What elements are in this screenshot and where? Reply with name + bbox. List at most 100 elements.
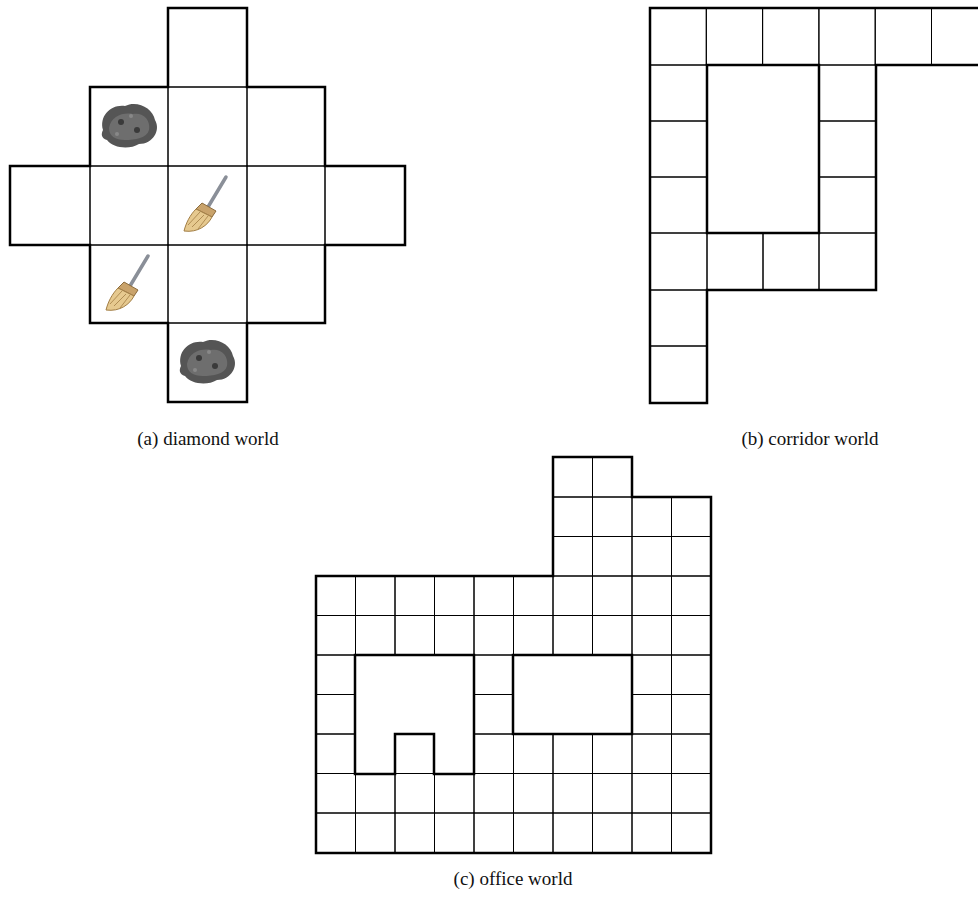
grid-cell <box>875 8 931 65</box>
grid-cell <box>168 87 247 166</box>
grid-cell <box>395 576 435 616</box>
grid-cell <box>325 166 405 245</box>
grid-cell <box>650 346 707 403</box>
grid-cell <box>168 8 247 87</box>
grid-cell <box>356 616 396 656</box>
grid-cell <box>632 774 672 814</box>
grid-cell <box>593 734 633 774</box>
grid-cell <box>435 616 475 656</box>
grid-cell <box>672 497 712 537</box>
grid-cell <box>553 774 593 814</box>
grid-cell <box>90 87 168 166</box>
grid-cell <box>593 457 633 497</box>
office-left-room <box>355 655 474 774</box>
grid-cell <box>316 734 356 774</box>
grid-cell <box>672 576 712 616</box>
grid-cell <box>316 695 356 735</box>
grid-cell <box>632 497 672 537</box>
grid-cell <box>593 616 633 656</box>
grid-cell <box>316 774 356 814</box>
figure-caption: (c) office world <box>454 868 573 890</box>
grid-cell <box>514 576 554 616</box>
grid-cell <box>435 813 475 853</box>
grid-cell <box>474 695 514 735</box>
grid-cell <box>553 497 593 537</box>
grid-cell <box>593 813 633 853</box>
grid-cell <box>672 695 712 735</box>
grid-cell <box>632 813 672 853</box>
grid-cell <box>763 233 819 290</box>
grid-cell <box>672 734 712 774</box>
grid-cell <box>395 774 435 814</box>
grid-cell <box>474 576 514 616</box>
grid-cell <box>168 166 247 245</box>
grid-cell <box>247 245 325 323</box>
grid-cell <box>474 813 514 853</box>
grid-cell <box>672 813 712 853</box>
grid-cell <box>168 245 247 323</box>
grid-cell <box>819 8 875 65</box>
grid-cell <box>316 655 356 695</box>
grid-cell <box>514 774 554 814</box>
grid-cell <box>650 121 707 177</box>
grid-cell <box>632 537 672 577</box>
grid-cell <box>707 233 763 290</box>
grid-cell <box>819 65 876 121</box>
grid-cell <box>474 616 514 656</box>
grid-cell <box>593 497 633 537</box>
grid-cell <box>593 774 633 814</box>
grid-cell <box>819 177 876 233</box>
grid-cell <box>474 734 514 774</box>
grid-cell <box>553 734 593 774</box>
grid-cell <box>553 537 593 577</box>
grid-cell <box>435 576 475 616</box>
grid-cell <box>819 233 876 290</box>
grid-cell <box>316 576 356 616</box>
grid-cell <box>168 323 247 402</box>
grid-cell <box>650 65 707 121</box>
figure-caption: (a) diamond world <box>137 428 278 450</box>
grid-cell <box>90 245 168 323</box>
diamond-outline <box>10 8 405 402</box>
grid-cell <box>395 734 435 774</box>
grid-cell <box>316 813 356 853</box>
grid-cell <box>932 8 978 65</box>
grid-cell <box>632 655 672 695</box>
grid-cell <box>247 87 325 166</box>
grid-cell <box>356 813 396 853</box>
grid-cell <box>593 576 633 616</box>
grid-cell <box>672 537 712 577</box>
grid-cell <box>474 655 514 695</box>
office-outline <box>316 457 711 853</box>
grid-cell <box>706 8 762 65</box>
grid-cell <box>514 734 554 774</box>
grid-cell <box>435 774 475 814</box>
grid-cell <box>247 166 325 245</box>
grid-cell <box>819 121 876 177</box>
grid-cell <box>632 695 672 735</box>
grid-cell <box>514 813 554 853</box>
figure-caption: (b) corridor world <box>741 428 878 450</box>
grid-cell <box>553 576 593 616</box>
grid-cell <box>650 290 707 346</box>
grid-cell <box>632 576 672 616</box>
grid-cell <box>10 166 90 245</box>
grid-cell <box>672 616 712 656</box>
grid-cell <box>650 233 707 290</box>
grid-cell <box>90 166 168 245</box>
grid-cell <box>553 813 593 853</box>
grid-cell <box>474 774 514 814</box>
grid-cell <box>672 774 712 814</box>
grid-cell <box>632 616 672 656</box>
grid-cell <box>356 774 396 814</box>
grid-cell <box>650 177 707 233</box>
grid-cell <box>650 8 706 65</box>
grid-cell <box>593 537 633 577</box>
grid-cell <box>395 616 435 656</box>
grid-cell <box>356 576 396 616</box>
grid-cell <box>672 655 712 695</box>
grid-cell <box>553 457 593 497</box>
grid-cell <box>553 616 593 656</box>
corridor-outline <box>650 8 978 403</box>
